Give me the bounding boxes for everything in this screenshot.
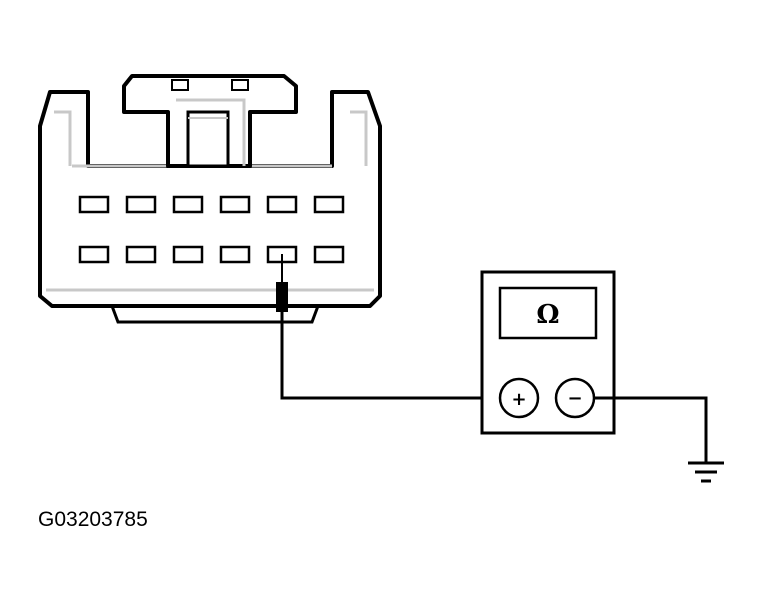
test-lead-negative xyxy=(594,396,708,462)
pin-row-top xyxy=(78,195,345,214)
meter-display-symbol: Ω xyxy=(536,300,559,330)
test-lead-positive xyxy=(280,312,500,400)
ground-icon xyxy=(688,461,724,483)
figure-id-label: G03203785 xyxy=(38,508,148,531)
positive-terminal-label: + xyxy=(511,389,526,410)
positive-terminal xyxy=(498,377,540,419)
connector-icon xyxy=(38,74,382,324)
multimeter-icon: Ω + − xyxy=(480,270,616,435)
negative-terminal-label: − xyxy=(567,388,582,409)
test-probe-icon xyxy=(276,254,288,312)
